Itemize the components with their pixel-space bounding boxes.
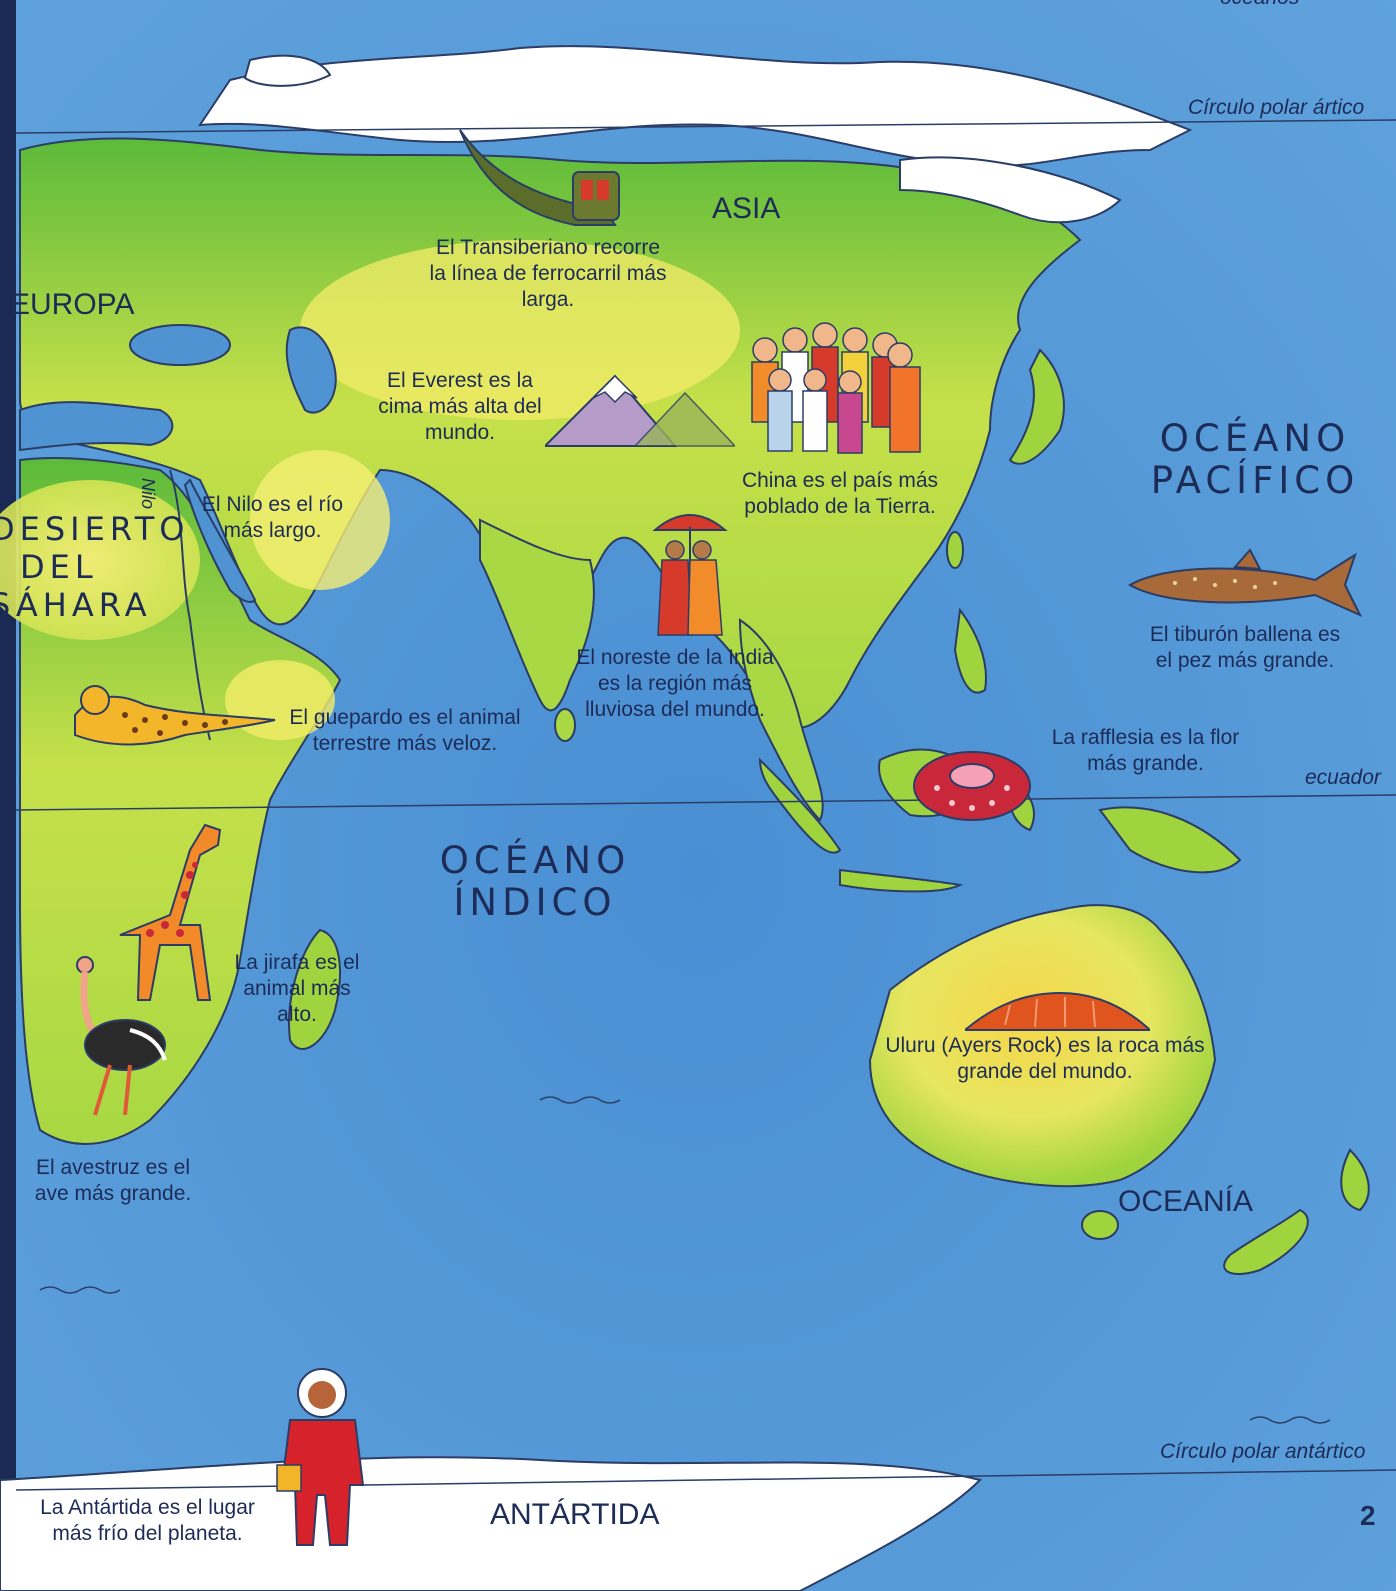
- continent-asia: ASIA: [712, 192, 781, 225]
- taiwan: [946, 531, 964, 569]
- china-people-illustration: [751, 322, 921, 454]
- fact-cheetah: El guepardo es el animal terrestre más v…: [289, 706, 521, 755]
- new-guinea: [1098, 806, 1242, 874]
- caspian-sea: [285, 326, 337, 414]
- java: [839, 868, 964, 893]
- arctic-island: [243, 54, 332, 87]
- ostrich-illustration: [76, 956, 167, 1116]
- cheetah-illustration: [74, 685, 276, 746]
- whale-shark-illustration: [1127, 548, 1363, 618]
- continent-oceania: OCEANÍA: [1118, 1185, 1254, 1218]
- giraffe-illustration: [119, 823, 222, 1001]
- equator-line: [15, 794, 1396, 811]
- fact-whale-shark: El tiburón ballena es el pez más grande.: [1149, 623, 1341, 672]
- pacific-line1: OCÉANO: [1159, 417, 1351, 460]
- pacific-ocean-label: OCÉANO PACÍFICO: [1140, 418, 1370, 502]
- fact-uluru: Uluru (Ayers Rock) es la roca más grande…: [885, 1034, 1205, 1083]
- uluru-illustration: [965, 991, 1150, 1031]
- wave-mark: [1249, 1416, 1331, 1424]
- antarctic-circle-line: [15, 1469, 1396, 1491]
- arctic-circle-label: Círculo polar ártico: [1188, 96, 1365, 119]
- black-sea: [129, 324, 231, 366]
- fact-china: China es el país más poblado de la Tierr…: [741, 469, 939, 518]
- sri-lanka: [554, 708, 576, 742]
- wave-mark: [39, 1286, 121, 1294]
- fact-giraffe: La jirafa es el animal más alto.: [234, 951, 360, 1026]
- sahara-line1: DESIERTO: [0, 510, 190, 548]
- fact-india-rain: El noreste de la India es la región más …: [576, 646, 774, 721]
- continent-antarctica: ANTÁRTIDA: [490, 1498, 660, 1531]
- fact-antarctica-cold: La Antártida es el lugar más frío del pl…: [40, 1496, 255, 1545]
- page-binding: [0, 0, 16, 1591]
- sahara-label: DESIERTO DEL SÁHARA: [0, 510, 189, 624]
- japan: [1008, 348, 1065, 465]
- antarctica-ice: [0, 1456, 982, 1591]
- fact-rafflesia: La rafflesia es la flor más grande.: [1051, 726, 1240, 775]
- australia: [868, 904, 1217, 1188]
- new-zealand-south: [1223, 1208, 1309, 1275]
- sahara-line3: SÁHARA: [0, 586, 152, 624]
- nile-river-line: [169, 469, 211, 741]
- arctic-circle-line: [15, 119, 1396, 134]
- page-number: 2: [1360, 1500, 1376, 1531]
- tasmania: [1081, 1210, 1119, 1240]
- fact-trans-siberian: El Transiberiano recorre la línea de fer…: [429, 236, 667, 311]
- rafflesia-illustration: [913, 751, 1031, 821]
- southeast-asia: [738, 618, 824, 822]
- siberia-ice: [899, 156, 1122, 224]
- fact-everest: El Everest es la cima más alta del mundo…: [378, 369, 542, 444]
- continent-europe: EUROPA: [10, 288, 135, 321]
- indian-line2: ÍNDICO: [453, 881, 617, 924]
- sahara-line2: DEL: [20, 548, 98, 586]
- india-umbrella-illustration: [652, 514, 728, 636]
- sahara-desert: [0, 480, 200, 640]
- indian-line1: OCÉANO: [439, 839, 631, 882]
- fact-ostrich: El avestruz es el ave más grande.: [34, 1156, 192, 1205]
- top-edge-label: océanos: [1220, 0, 1299, 10]
- pacific-line2: PACÍFICO: [1150, 459, 1360, 502]
- fact-nile: El Nilo es el río más largo.: [201, 493, 344, 542]
- red-sea: [183, 478, 257, 603]
- indian-ocean-label: OCÉANO ÍNDICO: [425, 840, 645, 924]
- train-illustration: [459, 129, 620, 226]
- equator-label: ecuador: [1305, 766, 1381, 789]
- mediterranean: [19, 401, 174, 452]
- new-zealand-north: [1340, 1148, 1370, 1212]
- everest-illustration: [545, 374, 735, 447]
- antarctic-circle-label: Círculo polar antártico: [1160, 1440, 1366, 1463]
- madagascar: [288, 928, 341, 1050]
- sumatra: [758, 757, 842, 854]
- arabia-desert: [250, 450, 390, 590]
- india-peninsula: [479, 518, 595, 712]
- wave-mark: [539, 1096, 621, 1104]
- philippines: [953, 607, 987, 694]
- asia-plateau: [300, 240, 740, 420]
- antarctica-explorer-illustration: [276, 1368, 365, 1546]
- nile-label: Nilo: [138, 478, 158, 510]
